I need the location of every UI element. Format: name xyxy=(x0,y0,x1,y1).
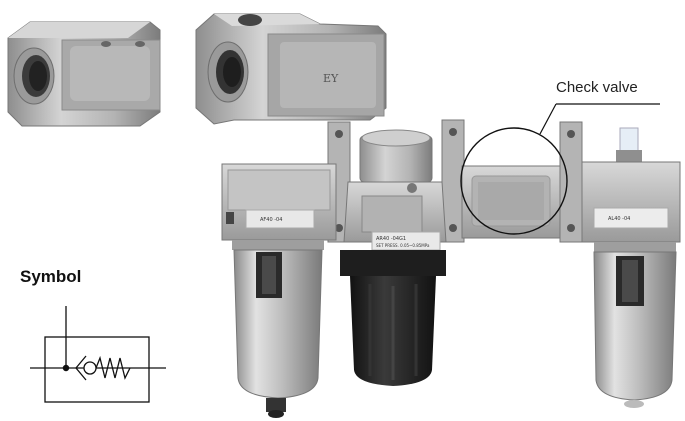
symbol-seat xyxy=(75,355,87,381)
lubricator-label: AL40 -04 xyxy=(608,216,630,222)
symbol-title: Symbol xyxy=(20,267,82,286)
check-valve-part-left xyxy=(7,21,161,127)
part-marking: EY xyxy=(323,72,339,85)
air-filter: AF40 -04 xyxy=(221,163,337,418)
symbol-ball xyxy=(83,361,97,375)
filter-label: AF40 -04 xyxy=(260,217,282,223)
mounting-brackets xyxy=(327,119,583,243)
check-valve-part-right: EY xyxy=(195,13,387,125)
check-valve-callout-label: Check valve xyxy=(556,79,638,96)
symbol-junction-dot xyxy=(62,364,70,372)
check-valve-symbol xyxy=(30,306,166,403)
callout-circle xyxy=(460,127,568,235)
callout-leader-line xyxy=(539,103,557,135)
symbol-envelope xyxy=(44,336,150,403)
symbol-spring xyxy=(95,355,131,380)
regulator-label-line2: SET PRESS. 0.05~0.85MPa xyxy=(376,243,430,248)
check-valve-module xyxy=(461,165,561,239)
air-regulator: AR40 -04G1 SET PRESS. 0.05~0.85MPa xyxy=(340,129,447,386)
regulator-label-line1: AR40 -04G1 xyxy=(376,236,406,242)
lubricator: AL40 -04 xyxy=(581,127,681,408)
frl-assembly: AF40 -04 AR40 -04G1 SET PRESS. 0.05~0.85… xyxy=(221,119,681,418)
check-valve-callout xyxy=(460,103,660,235)
